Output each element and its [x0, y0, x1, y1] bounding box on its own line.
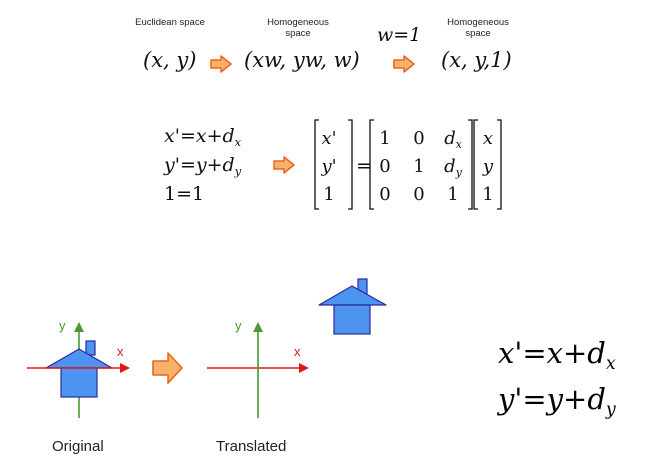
equation-x-translation: x'=x+dx	[164, 125, 241, 149]
rhs-vector-y: y	[482, 156, 494, 177]
homogeneous-space-label-2: Homogeneous space	[438, 17, 518, 39]
rhs-vector-one: 1	[482, 184, 494, 205]
euclidean-space-label: Euclidean space	[130, 17, 210, 28]
caption-original: Original	[52, 438, 104, 455]
right-arrow-icon	[393, 55, 415, 73]
lhs-vector-x: x'	[321, 128, 337, 149]
matrix-cell-r1c3: dx	[440, 128, 466, 151]
matrix-cell-r1c2: 0	[413, 128, 425, 149]
lhs-vector-one: 1	[323, 184, 335, 205]
homogeneous-expression-1: (xw, yw, w)	[244, 48, 360, 72]
translated-y-label: y	[235, 318, 242, 333]
original-x-label: x	[117, 344, 124, 359]
matrix-cell-r2c2: 1	[413, 156, 425, 177]
equation-y-subscript: y	[234, 163, 242, 178]
translated-house-icon	[318, 278, 387, 335]
homogeneous-space-label-1: Homogeneous space	[258, 17, 338, 39]
matrix-cell-r1c3-text: d	[444, 128, 456, 149]
matrix-cell-r3c3: 1	[447, 184, 459, 205]
homogeneous-expression-2: (x, y,1)	[441, 48, 512, 72]
equation-x-text: x'=x+d	[164, 125, 235, 147]
right-arrow-icon	[273, 156, 295, 174]
big-equation-y-subscript: y	[605, 400, 616, 421]
rhs-vector-x: x	[482, 128, 494, 149]
homogeneous-space-label-1-text: Homogeneous space	[267, 17, 329, 39]
w-equals-one-condition: w=1	[377, 24, 422, 46]
right-arrow-icon	[210, 55, 232, 73]
euclidean-space-label-text: Euclidean space	[135, 17, 205, 28]
big-equation-x-subscript: x	[605, 354, 616, 375]
big-equation-y: y'=y+dy	[498, 382, 616, 420]
equation-one-equals-one: 1=1	[164, 183, 205, 205]
matrix-brackets	[314, 119, 502, 210]
equation-y-text: y'=y+d	[164, 154, 235, 176]
matrix-cell-r3c1: 0	[379, 184, 391, 205]
big-equation-x: x'=x+dx	[498, 336, 616, 374]
equation-x-subscript: x	[234, 134, 242, 149]
matrix-cell-r2c3-text: d	[444, 156, 456, 177]
original-house-icon	[45, 340, 113, 398]
homogeneous-space-label-2-text: Homogeneous space	[447, 17, 509, 39]
matrix-equals-sign: =	[356, 155, 372, 177]
matrix-cell-r2c3-sub: y	[455, 165, 462, 179]
matrix-cell-r2c1: 0	[379, 156, 391, 177]
caption-translated: Translated	[216, 438, 287, 455]
matrix-cell-r1c3-sub: x	[455, 137, 462, 151]
matrix-cell-r1c1: 1	[379, 128, 391, 149]
big-equation-x-text: x'=x+d	[498, 336, 606, 370]
lhs-vector-y: y'	[321, 156, 337, 177]
equation-y-translation: y'=y+dy	[164, 154, 241, 178]
matrix-cell-r3c2: 0	[413, 184, 425, 205]
original-y-label: y	[59, 318, 66, 333]
translation-diagram	[27, 278, 387, 418]
matrix-cell-r2c3: dy	[440, 156, 466, 179]
translated-x-label: x	[294, 344, 301, 359]
euclidean-expression: (x, y)	[143, 48, 197, 72]
right-arrow-icon	[152, 352, 183, 384]
big-equation-y-text: y'=y+d	[498, 382, 606, 416]
